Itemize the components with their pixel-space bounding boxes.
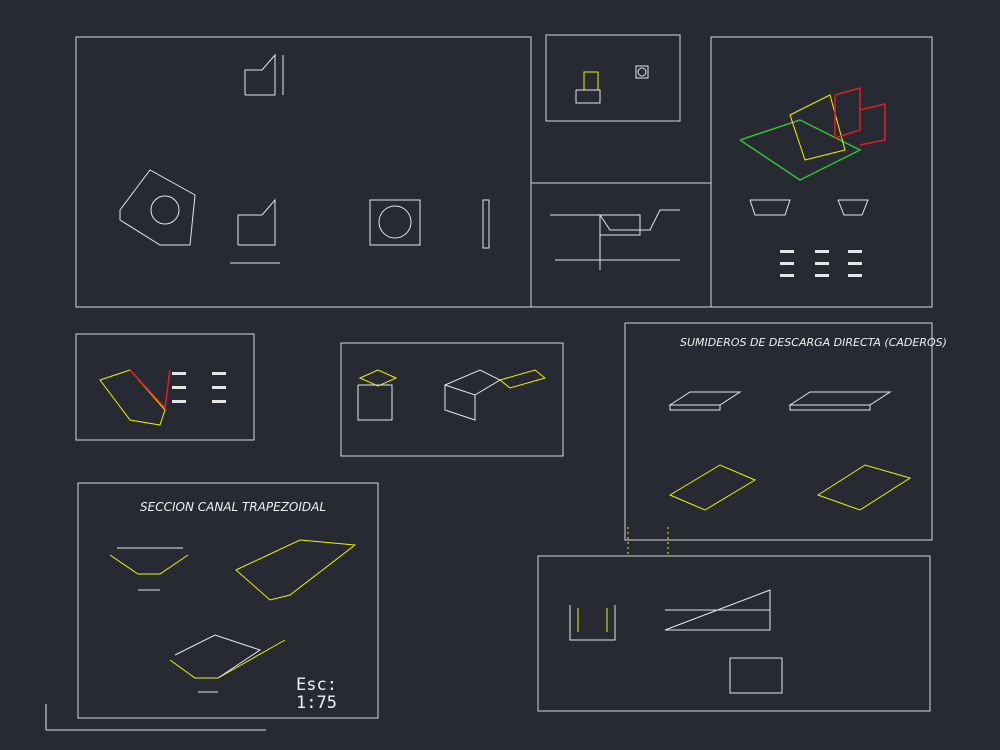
- trapezoidal-section-title: SECCION CANAL TRAPEZOIDAL: [140, 500, 326, 514]
- panel-details-top-left: [75, 36, 532, 308]
- panel-channel-rebar: [75, 333, 255, 441]
- panel-box-iso: [340, 342, 564, 457]
- box-iso-sketch: [357, 369, 547, 421]
- direct-discharge-title: SUMIDEROS DE DESCARGA DIRECTA (CADEROS): [680, 336, 947, 349]
- wall-profile-sketch: [119, 53, 490, 264]
- panel-rectangular-channel: [537, 555, 931, 712]
- panel-profile: [530, 182, 712, 308]
- panel-direct-discharge: [624, 322, 933, 541]
- panel-small-iso: [545, 34, 681, 122]
- scale-value: 1:75: [296, 693, 337, 713]
- trapezoidal-section-sketch: [109, 539, 357, 693]
- rectangular-channel-sketch: [569, 589, 783, 694]
- small-iso-sketch: [575, 65, 649, 104]
- panel-trapezoidal-section: [77, 482, 379, 719]
- panel-reinforcement: [710, 36, 933, 308]
- channel-rebar-sketch: [99, 369, 226, 426]
- profile-sketch: [550, 209, 680, 270]
- reinforcement-iso-sketch: [739, 87, 886, 277]
- discharge-slabs-sketch: [668, 391, 912, 511]
- scale-label: Esc:: [296, 675, 337, 695]
